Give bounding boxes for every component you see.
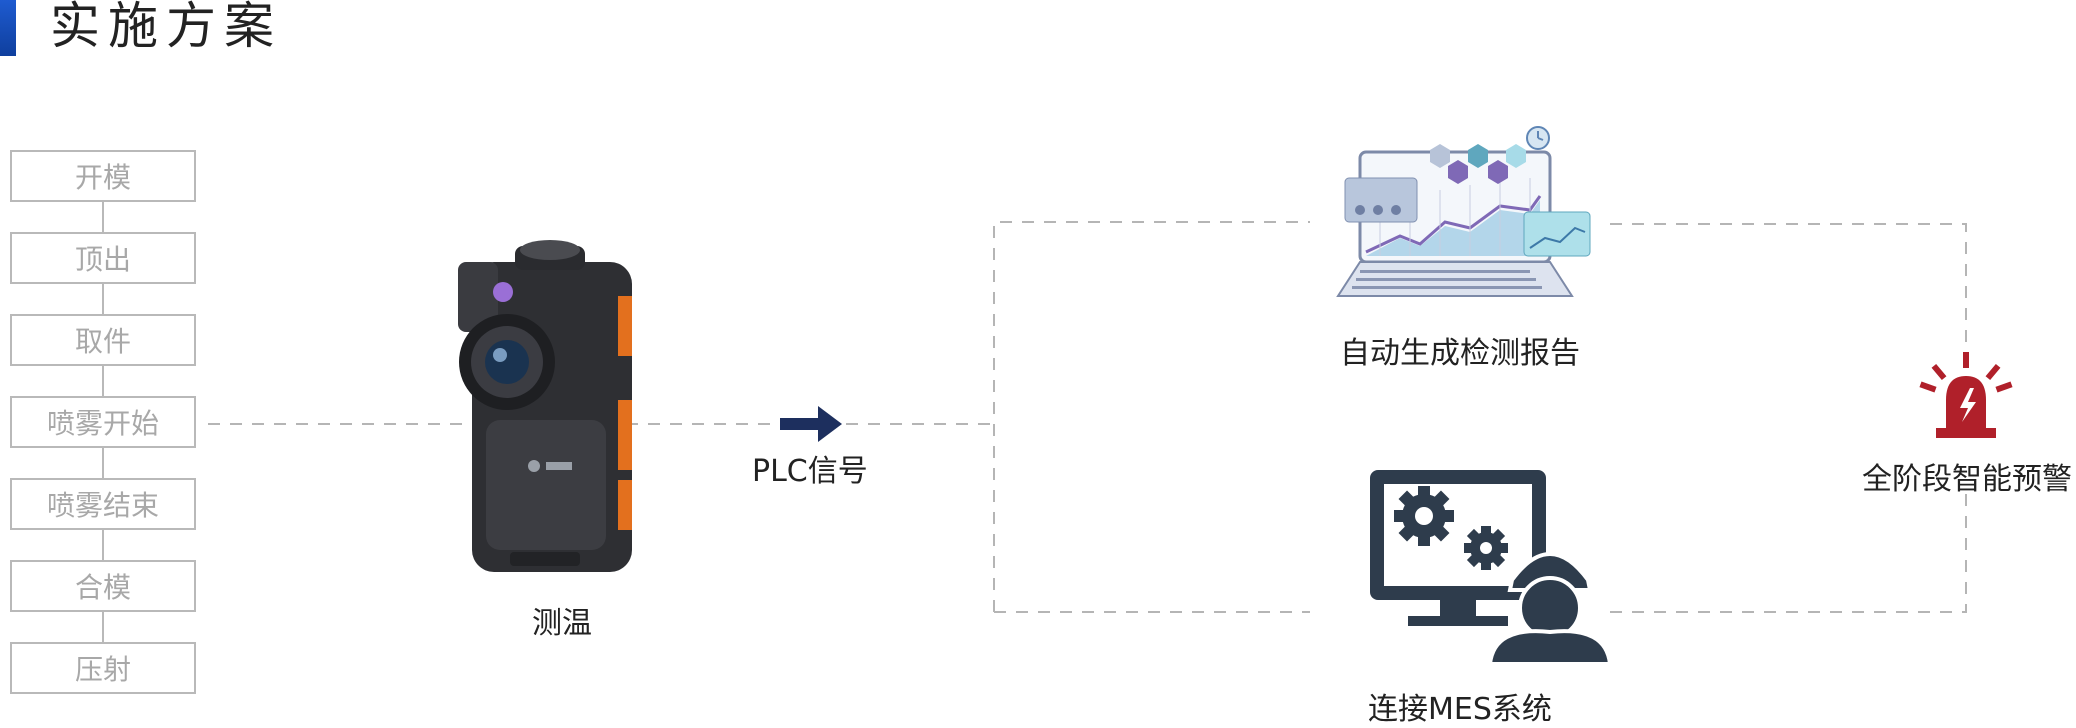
- signal-label: PLC信号: [752, 454, 868, 489]
- step-box: 压射: [10, 642, 196, 694]
- step-box: 开模: [10, 150, 196, 202]
- alarm-label: 全阶段智能预警: [1862, 462, 2072, 497]
- mes-label: 连接MES系统: [1368, 692, 1552, 727]
- step-box: 喷雾结束: [10, 478, 196, 530]
- hexagon-icons: [1430, 144, 1526, 184]
- laptop-dashboard-icon: [1336, 126, 1591, 297]
- dashed-flow-lines: [208, 221, 1967, 613]
- step-box: 喷雾开始: [10, 396, 196, 448]
- title-accent-bar: [0, 0, 16, 56]
- step-box: 合模: [10, 560, 196, 612]
- camera-label: 测温: [532, 606, 592, 641]
- page-title: 实施方案: [50, 0, 282, 55]
- alarm-light-icon: [1919, 352, 2013, 438]
- step-box: 顶出: [10, 232, 196, 284]
- mes-worker-icon: [1370, 470, 1613, 666]
- thermal-camera-icon: [458, 240, 632, 572]
- plc-arrow-icon: [780, 406, 842, 442]
- step-box: 取件: [10, 314, 196, 366]
- report-label: 自动生成检测报告: [1340, 336, 1580, 371]
